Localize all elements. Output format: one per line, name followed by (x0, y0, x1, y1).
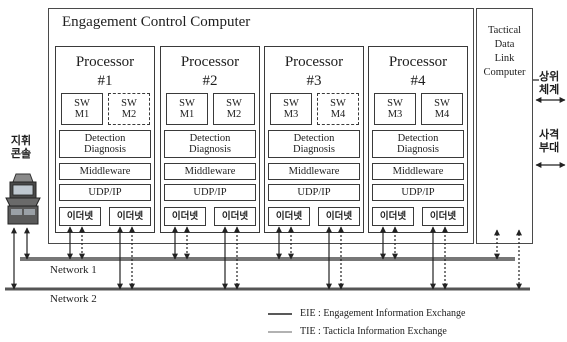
ethernet-box-right: 이더넷 (422, 207, 464, 226)
detection-diagnosis-box: Detection Diagnosis (164, 130, 256, 158)
ethernet-box-right: 이더넷 (214, 207, 256, 226)
ecc-title: Engagement Control Computer (62, 14, 251, 30)
command-console-label: 지휘 콘솔 (10, 134, 32, 160)
udp-ip-box: UDP/IP (372, 184, 464, 201)
detection-diagnosis-box: Detection Diagnosis (59, 130, 151, 158)
sw-module-left: SW M1 (61, 93, 103, 125)
processor-3: Processor #3 SW M3 SW M4 Detection Diagn… (264, 46, 364, 233)
processor-number: #4 (410, 73, 426, 89)
middleware-box: Middleware (372, 163, 464, 180)
upper-system-label: 상위 체계 (539, 70, 560, 96)
sw-module-right: SW M4 (317, 93, 359, 125)
middleware-box: Middleware (164, 163, 256, 180)
processor-number: #3 (306, 73, 322, 89)
udp-ip-box: UDP/IP (268, 184, 360, 201)
sw-module-left: SW M3 (270, 93, 312, 125)
detection-diagnosis-box: Detection Diagnosis (372, 130, 464, 158)
network-2-label: Network 2 (50, 293, 97, 305)
command-console-icon (5, 173, 41, 225)
processor-title: Processor (75, 54, 135, 70)
tdlc-label: Tactical Data Link Computer (483, 25, 526, 78)
ethernet-box-left: 이더넷 (268, 207, 310, 226)
processor-title: Processor (284, 54, 344, 70)
sw-module-left: SW M1 (166, 93, 208, 125)
legend-eie-text: EIE : Engagement Information Exchange (300, 308, 466, 319)
ethernet-box-left: 이더넷 (59, 207, 101, 226)
ethernet-box-right: 이더넷 (318, 207, 360, 226)
processor-1: Processor #1 SW M1 SW M2 Detection Diagn… (55, 46, 155, 233)
sw-module-left: SW M3 (374, 93, 416, 125)
processor-number: #2 (202, 73, 218, 89)
middleware-box: Middleware (268, 163, 360, 180)
processor-title: Processor (180, 54, 240, 70)
engagement-control-computer (48, 8, 474, 244)
processor-2: Processor #2 SW M1 SW M2 Detection Diagn… (160, 46, 260, 233)
sw-module-right: SW M4 (421, 93, 463, 125)
ethernet-box-left: 이더넷 (372, 207, 414, 226)
processor-4: Processor #4 SW M3 SW M4 Detection Diagn… (368, 46, 468, 233)
network-1-label: Network 1 (50, 264, 97, 276)
ethernet-box-left: 이더넷 (164, 207, 206, 226)
processor-title: Processor (388, 54, 448, 70)
detection-diagnosis-box: Detection Diagnosis (268, 130, 360, 158)
middleware-box: Middleware (59, 163, 151, 180)
sw-module-right: SW M2 (108, 93, 150, 125)
udp-ip-box: UDP/IP (59, 184, 151, 201)
udp-ip-box: UDP/IP (164, 184, 256, 201)
firing-unit-label: 사격 부대 (539, 128, 560, 154)
ethernet-box-right: 이더넷 (109, 207, 151, 226)
sw-module-right: SW M2 (213, 93, 255, 125)
processor-number: #1 (97, 73, 113, 89)
tactical-data-link-computer (476, 8, 533, 244)
legend-tie-text: TIE : Tacticla Information Exchange (300, 326, 447, 337)
